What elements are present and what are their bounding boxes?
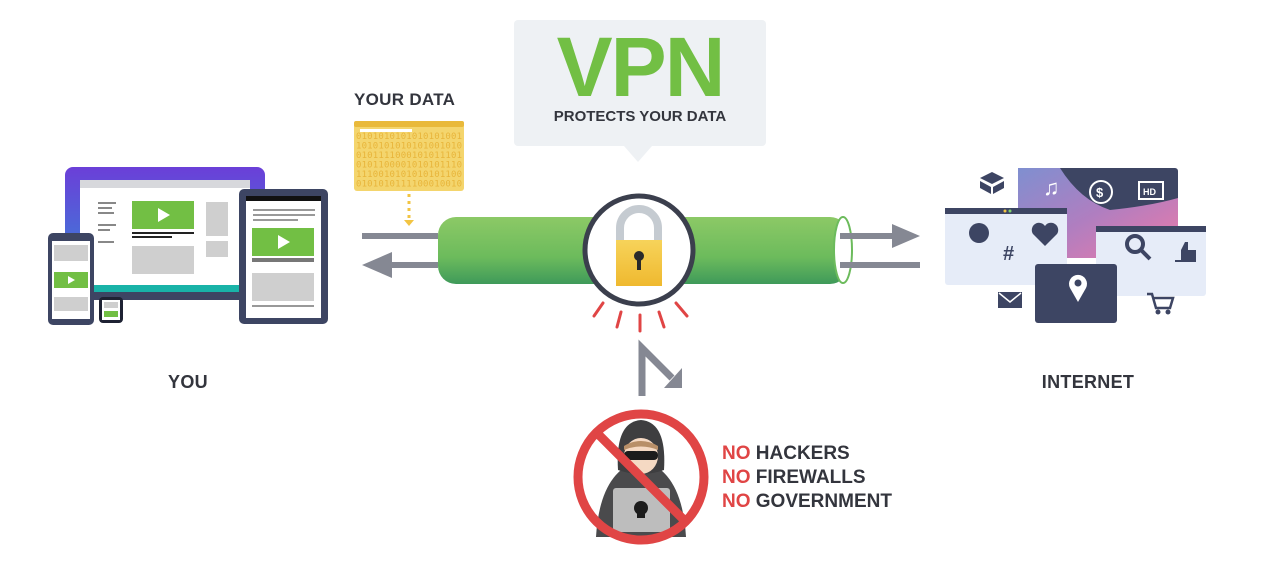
- package-icon: [980, 172, 1004, 194]
- skull-icon: [634, 501, 648, 515]
- data-folder-icon: 0101010101010101001101010101010100101001…: [354, 121, 464, 226]
- arrow-left-icon: [362, 252, 392, 278]
- search-icon: [1125, 234, 1145, 254]
- threat-list: NO HACKERS NO FIREWALLS NO GOVERNMENT: [722, 442, 892, 514]
- alert-lines: [592, 301, 689, 333]
- inbound-arrows-right: [840, 224, 920, 268]
- threat-item: NO HACKERS: [722, 443, 850, 464]
- svg-text:$: $: [1096, 185, 1104, 200]
- binary-row: 0101111000101011101: [356, 151, 462, 161]
- hashtag-icon: #: [1003, 243, 1014, 265]
- threat-item: NO GOVERNMENT: [722, 491, 892, 512]
- websites-icon: ♫ $ HD #: [945, 168, 1206, 323]
- play-icon: [68, 276, 75, 284]
- vpn-title: VPN: [556, 20, 726, 114]
- binary-row: 1110010101010101100: [356, 170, 462, 180]
- vpn-callout: [514, 20, 766, 146]
- binary-row: 0101010101010101001: [356, 132, 462, 142]
- your-data-label: YOUR DATA: [354, 90, 456, 109]
- you-label: YOU: [168, 372, 208, 392]
- music-icon: ♫: [1043, 175, 1060, 200]
- svg-text:HD: HD: [1143, 187, 1156, 197]
- play-icon: [158, 208, 170, 222]
- callout-pointer: [624, 146, 652, 162]
- play-icon: [278, 235, 290, 249]
- cart-icon: [1147, 292, 1175, 315]
- keyhole: [634, 251, 644, 261]
- heart-icon: [1031, 222, 1059, 246]
- mail-icon: [998, 292, 1022, 308]
- binary-row: 0101100001010101110: [356, 161, 462, 171]
- devices-icon: [48, 167, 328, 325]
- padlock-icon: [582, 193, 696, 307]
- thumbs-up-icon: [1175, 242, 1196, 262]
- threat-item: NO FIREWALLS: [722, 467, 866, 488]
- arrow-right-icon: [892, 224, 920, 248]
- map-pin-icon: [1069, 274, 1088, 302]
- chat-bubble-icon: [969, 223, 989, 243]
- vpn-subtitle: PROTECTS YOUR DATA: [553, 108, 727, 125]
- deflect-arrow-icon: [638, 339, 682, 396]
- prohibited-icon: [573, 409, 709, 545]
- arrow-line: [362, 233, 438, 239]
- internet-label: INTERNET: [1041, 372, 1135, 392]
- outbound-arrows-left: [362, 233, 438, 278]
- binary-row: 0101010111100010010: [356, 180, 462, 190]
- hd-video-icon: [1138, 181, 1164, 200]
- tunnel-opening: [833, 216, 853, 284]
- dollar-icon: [1089, 180, 1113, 204]
- binary-row: 1010101010101001010: [356, 142, 462, 152]
